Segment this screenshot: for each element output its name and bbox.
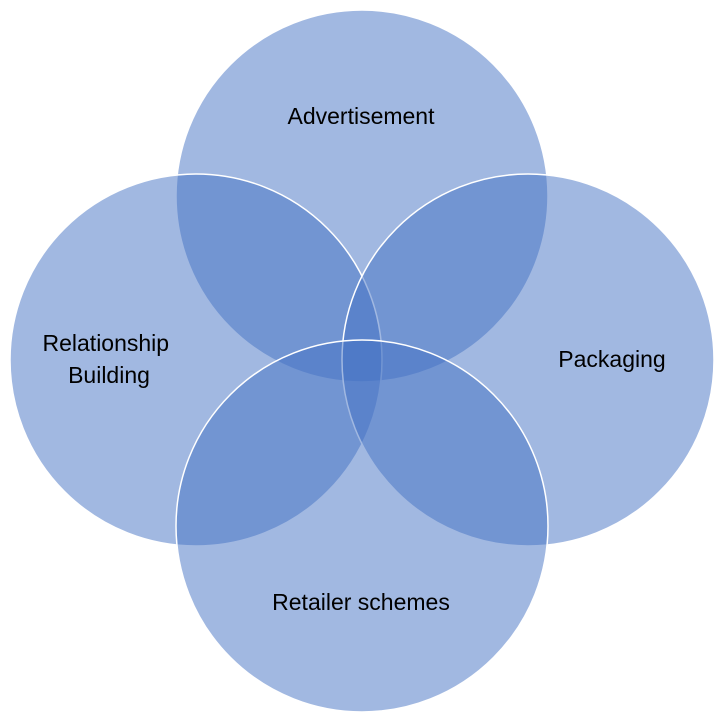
relationship-building-label: Relationship Building [43, 330, 176, 388]
relationship-building-label-line-2: Building [68, 362, 150, 388]
relationship-building-label-line-1: Relationship [43, 330, 170, 356]
advertisement-label: Advertisement [287, 103, 435, 129]
packaging-label: Packaging [558, 346, 665, 372]
retailer-schemes-label: Retailer schemes [272, 589, 450, 615]
retailer-schemes-circle [175, 339, 549, 713]
